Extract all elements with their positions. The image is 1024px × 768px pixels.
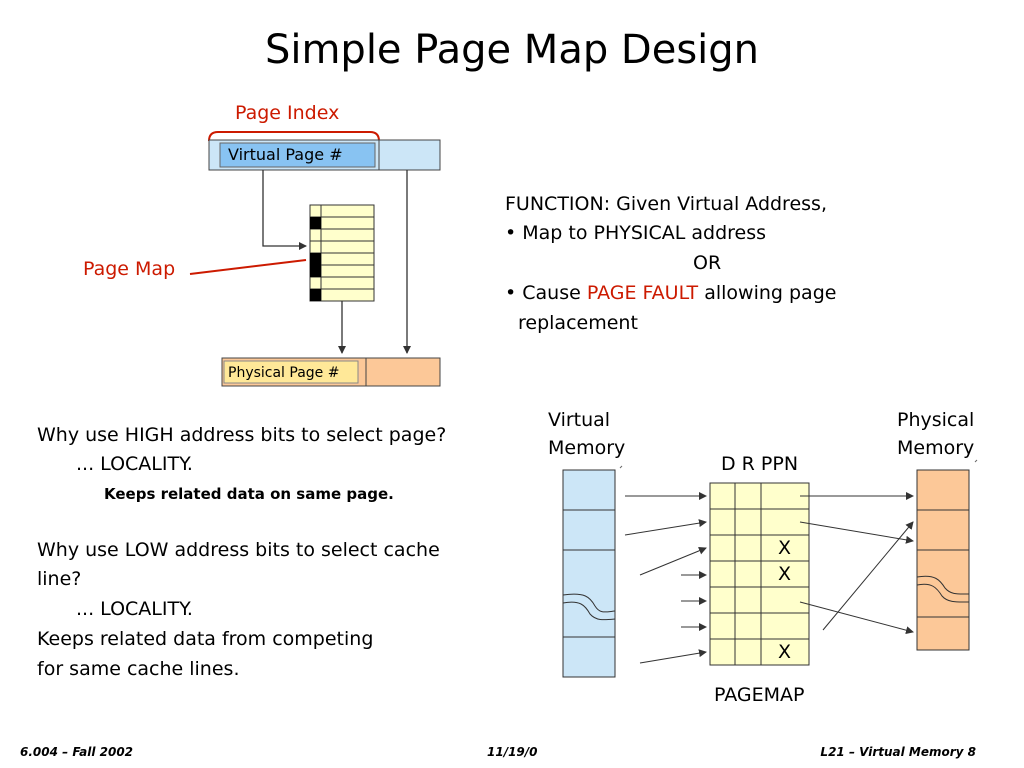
slide-title: Simple Page Map Design bbox=[264, 27, 760, 73]
footer-lecture: L21 – Virtual Memory 8 bbox=[820, 745, 976, 759]
answer-detail-2-line-1: Keeps related data from competing bbox=[37, 628, 374, 650]
pagemap-table bbox=[709, 482, 810, 666]
function-line-1: FUNCTION: Given Virtual Address, bbox=[505, 193, 827, 215]
virtual-memory-label-line-1: Virtual bbox=[548, 409, 611, 431]
footer-date: 11/19/0 bbox=[487, 745, 538, 759]
page-index-brace bbox=[208, 131, 380, 142]
pagemap-x-mark: X bbox=[778, 537, 792, 559]
answer-detail-2-line-2: for same cache lines. bbox=[37, 658, 240, 680]
function-line-4-prefix: • Cause bbox=[505, 282, 587, 304]
function-line-5: replacement bbox=[518, 312, 638, 334]
question-low-bits-line-2: line? bbox=[37, 568, 82, 590]
function-line-3: OR bbox=[693, 252, 722, 274]
page-map-pointer bbox=[189, 259, 307, 275]
question-low-bits-line-1: Why use LOW address bits to select cache bbox=[37, 539, 440, 561]
page-map-table bbox=[309, 204, 375, 302]
answer-detail-1: Keeps related data on same page. bbox=[104, 485, 394, 503]
physical-memory-column bbox=[916, 459, 978, 651]
pagemap-header: D R PPN bbox=[721, 453, 799, 475]
physical-page-field bbox=[223, 360, 359, 384]
page-index-label: Page Index bbox=[235, 102, 340, 124]
index-to-map-arrow bbox=[262, 170, 307, 250]
function-line-2: • Map to PHYSICAL address bbox=[505, 222, 767, 244]
physical-page-label: Physical Page # bbox=[228, 365, 340, 381]
top-diagram bbox=[189, 131, 441, 387]
answer-locality-2: ... LOCALITY. bbox=[76, 598, 193, 620]
function-line-4-suffix: allowing page bbox=[698, 282, 837, 304]
footer-course: 6.004 – Fall 2002 bbox=[20, 745, 134, 759]
pagemap-label: PAGEMAP bbox=[714, 684, 805, 706]
pagemap-x-mark: X bbox=[778, 641, 792, 663]
page-map-label: Page Map bbox=[83, 258, 176, 280]
bottom-diagram bbox=[562, 459, 978, 678]
pagemap-x-mark: X bbox=[778, 563, 792, 585]
question-high-bits: Why use HIGH address bits to select page… bbox=[37, 424, 447, 446]
answer-locality-1: ... LOCALITY. bbox=[76, 453, 193, 475]
virtual-page-label: Virtual Page # bbox=[228, 145, 343, 164]
physical-memory-label-line-2: Memory bbox=[897, 437, 975, 459]
page-fault-highlight: PAGE FAULT bbox=[586, 282, 699, 304]
virtual-memory-label-line-2: Memory bbox=[548, 437, 626, 459]
virtual-page-field bbox=[219, 142, 376, 168]
function-line-4: • Cause PAGE FAULT allowing page bbox=[505, 279, 836, 307]
virtual-memory-column bbox=[562, 465, 623, 678]
physical-memory-label-line-1: Physical bbox=[897, 409, 975, 431]
